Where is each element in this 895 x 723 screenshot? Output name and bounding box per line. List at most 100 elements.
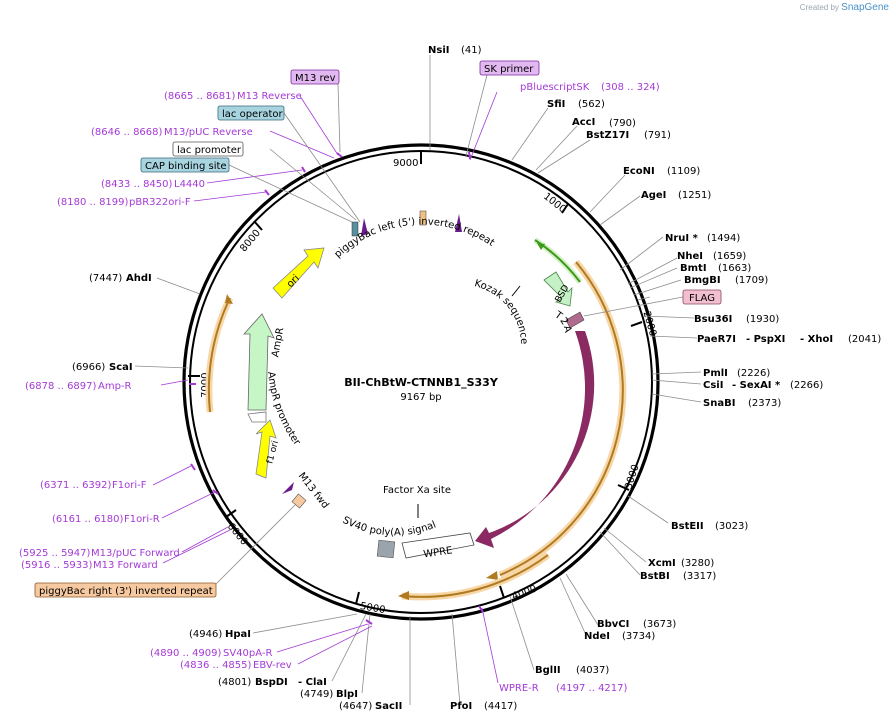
primer-f1ori-r: F1ori-R — [124, 514, 160, 525]
primer-ebv-rev: EBV-rev — [253, 660, 292, 671]
t2a-feature[interactable]: T2A — [552, 309, 585, 334]
tick-4000: 4000 — [511, 584, 539, 603]
site-bstbi: BstBI — [640, 571, 670, 582]
ori-feature[interactable]: ori — [272, 247, 325, 299]
box-sk-primer[interactable]: SK primer — [479, 60, 540, 76]
svg-text:(1659): (1659) — [713, 251, 746, 262]
primer-sv40pa-r: SV40pA-R — [223, 648, 272, 659]
site-nrui: NruI * — [665, 233, 699, 244]
svg-text:(4749): (4749) — [300, 689, 333, 700]
site-xcmi: XcmI — [648, 558, 676, 569]
svg-text:(308 .. 324): (308 .. 324) — [601, 82, 660, 93]
site-blpi: BlpI — [336, 689, 358, 700]
snapgene-logo: SnapGene — [841, 2, 889, 13]
sv40pa-feature[interactable] — [376, 539, 396, 559]
wpre-feature[interactable]: WPRE — [401, 532, 475, 560]
kozak-label: Kozak sequence — [473, 278, 529, 344]
sk-primer-marker — [455, 214, 462, 232]
tick-8000: 8000 — [238, 228, 263, 255]
sv40pa-label: SV40 poly(A) signal — [341, 515, 438, 538]
box-piggybac-right[interactable]: piggyBac right (3') inverted repeat — [34, 582, 217, 598]
svg-text:(4197 .. 4217): (4197 .. 4217) — [556, 683, 628, 694]
svg-text:piggyBac right (3') inverted r: piggyBac right (3') inverted repeat — [39, 586, 213, 597]
site-scai: ScaI — [109, 362, 133, 373]
tick-5000: 5000 — [359, 601, 386, 616]
svg-text:(41): (41) — [461, 45, 482, 56]
site-bmti: BmtI — [680, 263, 707, 274]
svg-text:(7447): (7447) — [89, 273, 122, 284]
bsd-feature[interactable]: BSD — [543, 271, 573, 307]
primer-m13puc-forward: M13/pUC Forward — [91, 548, 180, 559]
primer-pbluescriptsk: pBluescriptSK — [520, 82, 590, 93]
svg-text:(790): (790) — [609, 118, 636, 129]
svg-text:(791): (791) — [644, 130, 671, 141]
svg-text:(2373): (2373) — [748, 398, 781, 409]
ampr-feature[interactable]: AmpR — [243, 313, 286, 411]
pb-left-marker[interactable] — [419, 210, 427, 226]
site-ahdi: AhdI — [126, 273, 152, 284]
svg-text:(3023): (3023) — [715, 521, 748, 532]
site-sfi: SfiI — [547, 99, 565, 110]
site-paer7i: PaeR7I — [697, 334, 736, 345]
site-bsteii: BstEII — [671, 521, 704, 532]
tick-9000: 9000 — [393, 158, 418, 169]
primer-leaders — [152, 91, 499, 684]
site-nsi: NsiI — [428, 45, 449, 56]
svg-text:(4647): (4647) — [339, 701, 372, 712]
tick-6000: 6000 — [225, 521, 250, 548]
box-cap-binding-site[interactable]: CAP binding site — [140, 157, 230, 173]
site-sacii: SacII — [375, 701, 402, 712]
site-pspxi: - PspXI — [746, 334, 785, 345]
site-bglii: BglII — [535, 665, 561, 676]
site-xhoi: - XhoI — [800, 334, 833, 345]
svg-text:FLAG: FLAG — [689, 293, 715, 304]
box-lac-operator[interactable]: lac operator — [217, 105, 285, 121]
svg-text:(3734): (3734) — [622, 631, 655, 642]
svg-text:(5925 .. 5947): (5925 .. 5947) — [19, 548, 91, 559]
svg-text:(3280): (3280) — [681, 558, 714, 569]
primer-f1ori-f: F1ori-F — [112, 480, 147, 491]
primer-wpre-r: WPRE-R — [499, 683, 539, 694]
site-csii: CsiI — [703, 380, 723, 391]
ampr-promoter-arrow[interactable] — [247, 411, 267, 423]
plasmid-name: BII-ChBtW-CTNNB1_S33Y — [344, 376, 499, 389]
svg-text:(6371 .. 6392): (6371 .. 6392) — [40, 480, 112, 491]
box-lac-promoter[interactable]: lac promoter — [172, 141, 244, 157]
primer-amp-r: Amp-R — [98, 381, 132, 392]
primer-m13-forward: M13 Forward — [93, 560, 158, 571]
f1-ori-feature[interactable]: f1 ori — [255, 419, 281, 479]
site-pmli: PmlI — [703, 368, 728, 379]
primer-m13-reverse: M13 Reverse — [237, 91, 302, 102]
m13-fwd-marker — [282, 482, 294, 494]
svg-text:(8433 .. 8450): (8433 .. 8450) — [101, 179, 173, 190]
svg-text:(1930): (1930) — [746, 314, 779, 325]
svg-text:(8646 .. 8668): (8646 .. 8668) — [91, 127, 163, 138]
tick-marks — [188, 151, 643, 605]
svg-text:(5916 .. 5933): (5916 .. 5933) — [21, 560, 93, 571]
site-hpai: HpaI — [225, 629, 251, 640]
site-bmgbi: BmgBI — [684, 275, 721, 286]
ctnnb1-feature[interactable]: CTNNB1 — [475, 331, 603, 548]
svg-text:(6878 .. 6897): (6878 .. 6897) — [25, 381, 97, 392]
site-bsu36i: Bsu36I — [694, 314, 732, 325]
svg-text:CAP binding site: CAP binding site — [145, 161, 227, 172]
svg-text:(1663): (1663) — [718, 263, 751, 274]
box-leaders — [215, 74, 684, 585]
svg-text:(1251): (1251) — [678, 190, 711, 201]
site-pfoi: PfoI — [450, 701, 472, 712]
box-m13rev[interactable]: M13 rev — [290, 69, 340, 85]
site-acc: AccI — [572, 117, 595, 128]
primer-pbr322ori-f: pBR322ori-F — [129, 197, 191, 208]
svg-text:(6161 .. 6180): (6161 .. 6180) — [52, 514, 124, 525]
svg-text:(1109): (1109) — [667, 166, 700, 177]
svg-text:(4417): (4417) — [484, 701, 517, 712]
primer-l4440: L4440 — [174, 179, 205, 190]
snapgene-watermark: Created by SnapGene — [799, 2, 889, 13]
lac-markers — [351, 218, 368, 237]
svg-text:(8665 .. 8681): (8665 .. 8681) — [164, 91, 236, 102]
site-bstz17i: BstZ17I — [586, 130, 629, 141]
box-flag[interactable]: FLAG — [682, 289, 722, 305]
svg-text:(2266): (2266) — [790, 380, 823, 391]
site-bbvci: BbvCI — [597, 619, 629, 630]
